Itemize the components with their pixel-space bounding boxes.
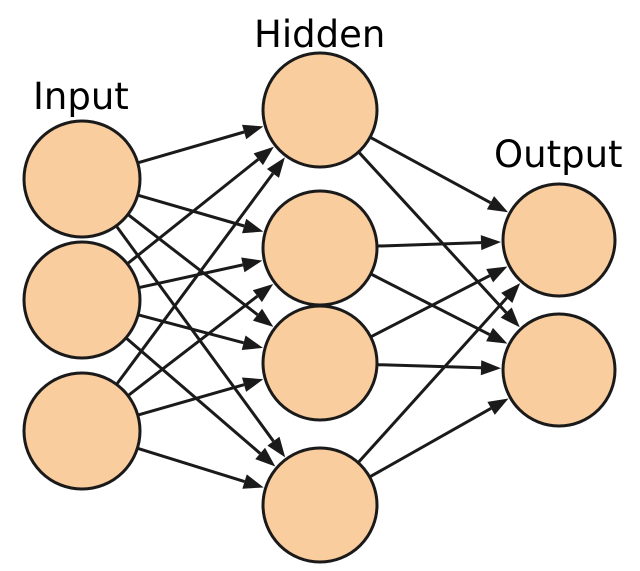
arrowhead-icon [501, 283, 521, 303]
arrowhead-icon [242, 124, 264, 140]
connection-line [138, 383, 245, 417]
connection-line [369, 407, 492, 478]
neuron-node-h3 [261, 304, 379, 422]
nodes-group [22, 51, 617, 564]
connection-line [377, 363, 482, 370]
arrowhead-icon [242, 474, 264, 489]
neuron-node-i1 [22, 119, 142, 239]
connection-line [139, 263, 244, 289]
arrowhead-icon [241, 335, 263, 351]
neuron-node-o2 [501, 312, 617, 428]
arrowhead-icon [480, 235, 502, 251]
arrowhead-icon [267, 436, 286, 458]
layer-label-input: Input [33, 75, 129, 118]
arrowhead-icon [241, 377, 264, 392]
connection-line [138, 313, 245, 345]
layer-label-output: Output [494, 133, 623, 176]
arrowhead-icon [252, 308, 274, 327]
connection-line [115, 225, 275, 443]
connection-line [115, 172, 275, 385]
connection-line [127, 294, 259, 397]
arrowhead-icon [255, 447, 276, 467]
connection-line [370, 136, 492, 205]
arrowhead-icon [486, 327, 508, 344]
connection-line [358, 151, 508, 314]
connection-line [138, 193, 245, 228]
arrowhead-icon [241, 257, 263, 273]
connection-line [138, 130, 245, 165]
neuron-node-h1 [261, 51, 379, 169]
connection-line [125, 337, 262, 455]
arrowhead-icon [266, 157, 285, 178]
arrowhead-icon [242, 218, 264, 234]
connection-line [370, 274, 491, 338]
arrowhead-icon [480, 360, 502, 376]
neuron-node-o1 [501, 182, 617, 298]
arrowhead-icon [487, 398, 509, 415]
connection-line [137, 447, 246, 483]
arrowhead-icon [252, 283, 274, 303]
neuron-node-h2 [261, 189, 379, 307]
arrowhead-icon [486, 196, 509, 213]
connection-line [127, 213, 259, 316]
arrowhead-icon [500, 307, 520, 328]
connection-line [357, 296, 508, 463]
neuron-node-h4 [261, 446, 379, 564]
arrowhead-icon [486, 266, 508, 283]
neuron-node-i2 [22, 240, 142, 360]
connection-line [127, 158, 260, 265]
edges-group [115, 124, 521, 489]
neuron-node-i3 [22, 371, 142, 491]
arrowhead-icon [253, 146, 274, 166]
layer-label-hidden: Hidden [254, 13, 386, 56]
connection-line [377, 241, 482, 248]
